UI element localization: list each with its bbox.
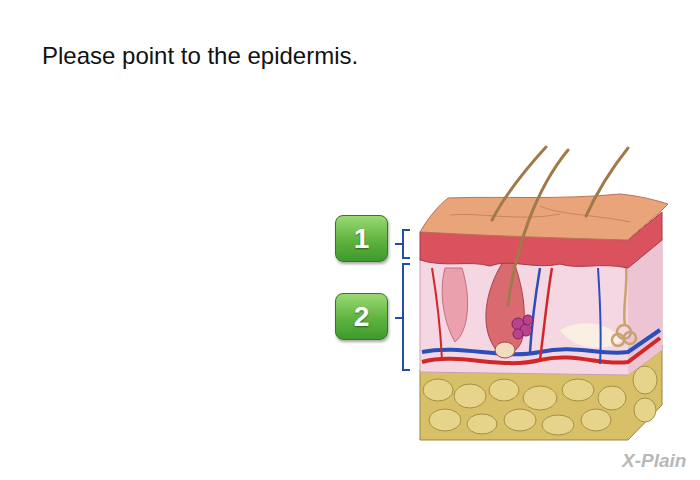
hair-bulb (495, 342, 515, 358)
callout-box: 2 (335, 293, 388, 340)
skin-crease (450, 206, 630, 222)
watermark: X-Plain (622, 450, 686, 472)
oil-gland (512, 315, 533, 339)
sweat-gland (612, 262, 636, 346)
bracket (395, 230, 410, 370)
callout-number: 1 (354, 223, 370, 255)
slide-title: Please point to the epidermis. (42, 42, 358, 70)
callout-box: 1 (335, 215, 388, 262)
hair (492, 147, 628, 305)
skin-surface (420, 194, 668, 240)
muscle (442, 268, 467, 342)
hair-follicle (486, 262, 524, 353)
callout-number: 2 (354, 301, 370, 333)
